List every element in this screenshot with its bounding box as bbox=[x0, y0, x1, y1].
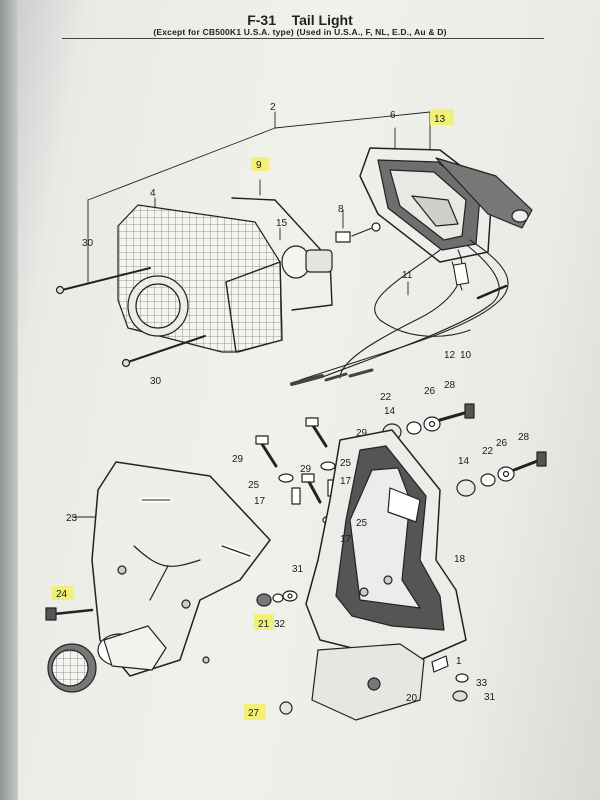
figure-code: F-31 bbox=[247, 12, 277, 28]
part-label-31a: 31 bbox=[292, 564, 304, 575]
part-labels: 1 2 4 6 8 9 10 11 12 13 14 14 15 17 17 1… bbox=[52, 102, 530, 720]
part-label-17c: 17 bbox=[340, 534, 352, 545]
part-label-6: 6 bbox=[390, 110, 396, 121]
part-label-10: 10 bbox=[460, 350, 472, 361]
part-label-26a: 26 bbox=[424, 386, 436, 397]
license-plate-holder bbox=[91, 461, 271, 677]
part-label-31b: 31 bbox=[484, 692, 496, 703]
tail-light-lens bbox=[117, 204, 283, 353]
part-label-29a: 29 bbox=[356, 428, 368, 439]
part-label-1: 1 bbox=[456, 656, 462, 667]
part-label-25c: 25 bbox=[356, 518, 368, 529]
wiring-harness bbox=[290, 239, 509, 386]
page-title: F-31 Tail Light bbox=[0, 12, 600, 28]
part-label-23: 23 bbox=[66, 513, 78, 524]
bulb bbox=[281, 245, 333, 279]
part-label-33: 33 bbox=[476, 678, 488, 689]
mounting-hardware-lower bbox=[256, 590, 469, 715]
part-label-13: 13 bbox=[434, 114, 446, 125]
part-label-30a: 30 bbox=[82, 238, 94, 249]
part-label-28b: 28 bbox=[518, 432, 530, 443]
part-label-22a: 22 bbox=[380, 392, 392, 403]
page-subtitle: (Except for CB500K1 U.S.A. type) (Used i… bbox=[153, 27, 447, 37]
long-screws bbox=[55, 267, 206, 368]
part-label-25a: 25 bbox=[340, 458, 352, 469]
part-label-26b: 26 bbox=[496, 438, 508, 449]
part-label-32: 32 bbox=[274, 619, 286, 630]
socket-parts bbox=[335, 222, 381, 243]
part-label-20: 20 bbox=[406, 693, 418, 704]
header-rule bbox=[62, 38, 544, 39]
part-label-29c: 29 bbox=[300, 464, 312, 475]
part-label-12: 12 bbox=[444, 350, 456, 361]
part-label-2: 2 bbox=[270, 102, 276, 113]
part-label-27: 27 bbox=[248, 708, 260, 719]
part-label-28a: 28 bbox=[444, 380, 456, 391]
license-bracket bbox=[305, 429, 467, 661]
part-label-29b: 29 bbox=[232, 454, 244, 465]
part-label-21: 21 bbox=[258, 619, 270, 630]
figure-title: Tail Light bbox=[291, 12, 353, 28]
binding-shadow bbox=[0, 0, 18, 800]
part-label-22b: 22 bbox=[482, 446, 494, 457]
part-label-15: 15 bbox=[276, 218, 288, 229]
part-label-24: 24 bbox=[56, 589, 68, 600]
part-label-17a: 17 bbox=[254, 496, 266, 507]
part-label-4: 4 bbox=[150, 188, 156, 199]
part-label-8: 8 bbox=[338, 204, 344, 215]
lamp-base-housing bbox=[359, 147, 533, 263]
part-label-11: 11 bbox=[402, 270, 413, 281]
part-label-14b: 14 bbox=[458, 456, 470, 467]
part-label-17b: 17 bbox=[340, 476, 352, 487]
reflector bbox=[45, 607, 167, 693]
part-label-30b: 30 bbox=[150, 376, 162, 387]
part-label-18: 18 bbox=[454, 554, 466, 565]
part-label-9: 9 bbox=[256, 160, 262, 171]
part-label-25b: 25 bbox=[248, 480, 260, 491]
part-label-14a: 14 bbox=[384, 406, 396, 417]
